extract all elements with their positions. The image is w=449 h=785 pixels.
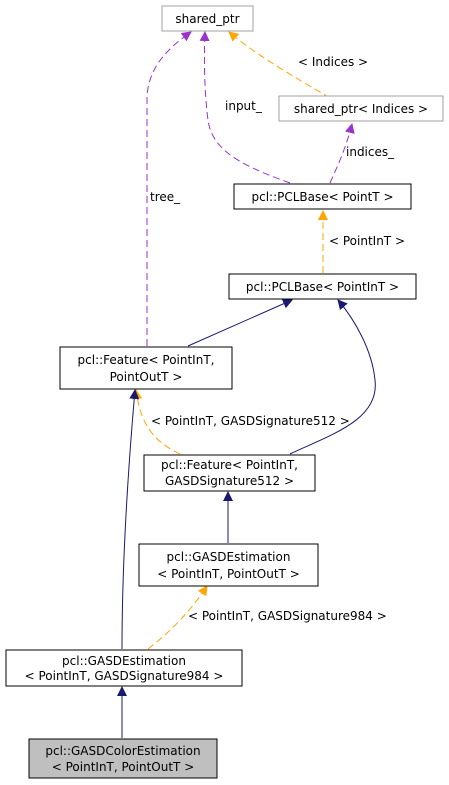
- node-pclbase-pointt[interactable]: pcl::PCLBase< PointT >: [233, 183, 412, 210]
- node-shared-ptr-indices-box: [278, 95, 444, 122]
- node-feature-pointint-pointoutt[interactable]: pcl::Feature< PointInT, PointOutT >: [59, 346, 233, 390]
- node-feature-pointint-pointoutt-box: [59, 346, 233, 390]
- node-gasdestimation-gasd984-line1: pcl::GASDEstimation: [62, 654, 186, 668]
- label-input: input_: [225, 99, 263, 113]
- node-shared-ptr[interactable]: shared_ptr: [161, 5, 254, 32]
- node-feature-gasd512-box: [143, 454, 316, 492]
- label-gasd984-template: < PointInT, GASDSignature984 >: [188, 609, 387, 623]
- edge-usage-tree: [146, 31, 192, 346]
- node-gasdestimation-pointint-pointoutt-box: [138, 543, 319, 587]
- edge-inherit-feature-pclbase: [187, 299, 293, 347]
- edges: [117, 31, 376, 738]
- node-feature-pointint-pointoutt-line2: PointOutT >: [110, 370, 183, 384]
- node-gasdestimation-pointint-pointoutt[interactable]: pcl::GASDEstimation < PointInT, PointOut…: [138, 543, 319, 587]
- node-shared-ptr-label: shared_ptr: [175, 12, 239, 26]
- label-tree: tree_: [150, 190, 181, 204]
- node-pclbase-pointint-box: [228, 273, 417, 300]
- node-pclbase-pointint-label: pcl::PCLBase< PointInT >: [246, 280, 399, 294]
- node-pclbase-pointint[interactable]: pcl::PCLBase< PointInT >: [228, 273, 417, 300]
- edge-usage-input: [199, 31, 291, 184]
- node-feature-gasd512-line1: pcl::Feature< PointInT,: [161, 458, 298, 472]
- label-pointint-template: < PointInT >: [329, 234, 405, 248]
- node-pclbase-pointt-label: pcl::PCLBase< PointT >: [251, 190, 393, 204]
- node-shared-ptr-box: [161, 5, 254, 32]
- label-indices: indices_: [346, 145, 395, 159]
- node-gasdestimation-pointint-pointoutt-line1: pcl::GASDEstimation: [167, 550, 291, 564]
- edge-labels: < Indices > input_ indices_ < PointInT >…: [150, 55, 405, 623]
- label-indices-template: < Indices >: [298, 55, 368, 69]
- node-feature-pointint-pointoutt-line1: pcl::Feature< PointInT,: [78, 353, 215, 367]
- edge-usage-indices: [329, 123, 355, 184]
- label-gasd512-template: < PointInT, GASDSignature512 >: [151, 414, 350, 428]
- edge-template-gasd984: [147, 585, 208, 650]
- node-gasdestimation-gasd984-box: [5, 649, 243, 687]
- node-gasdcolorestimation-line2: < PointInT, PointOutT >: [52, 760, 195, 774]
- node-gasdcolorestimation-line1: pcl::GASDColorEstimation: [45, 744, 200, 758]
- node-feature-gasd512[interactable]: pcl::Feature< PointInT, GASDSignature512…: [143, 454, 316, 492]
- node-gasdestimation-pointint-pointoutt-line2: < PointInT, PointOutT >: [157, 567, 300, 581]
- node-shared-ptr-indices[interactable]: shared_ptr< Indices >: [278, 95, 444, 122]
- node-gasdestimation-gasd984[interactable]: pcl::GASDEstimation < PointInT, GASDSign…: [5, 649, 243, 687]
- node-pclbase-pointt-box: [233, 183, 412, 210]
- node-gasdestimation-gasd984-line2: < PointInT, GASDSignature984 >: [25, 669, 224, 683]
- node-feature-gasd512-line2: GASDSignature512 >: [165, 474, 294, 488]
- edge-inherit-feature512-pclbase: [289, 299, 376, 455]
- node-gasdcolorestimation[interactable]: pcl::GASDColorEstimation < PointInT, Poi…: [28, 738, 218, 779]
- node-shared-ptr-indices-label: shared_ptr< Indices >: [294, 102, 428, 116]
- edge-template-indices: [228, 31, 331, 99]
- edge-inherit-gasd984-feature: [121, 389, 140, 650]
- node-gasdcolorestimation-box: [28, 738, 218, 779]
